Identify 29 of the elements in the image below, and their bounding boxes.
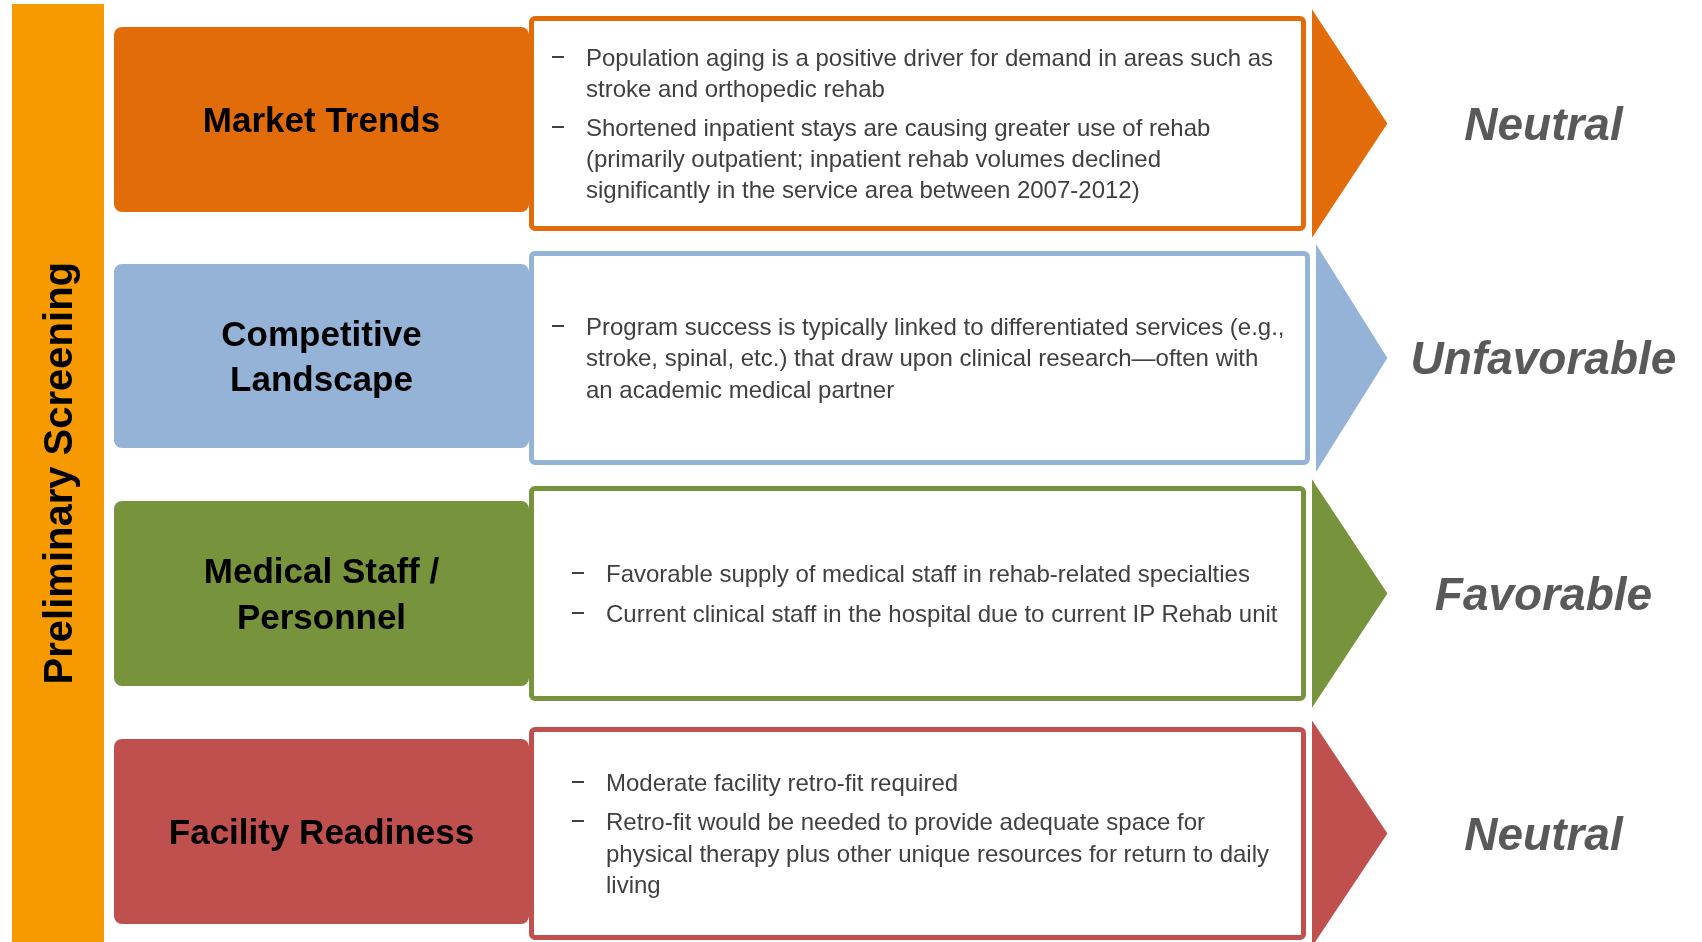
details-box [529, 16, 1306, 231]
category-title: Competitive Landscape [220, 312, 423, 400]
chevron-arrow [1312, 720, 1388, 942]
bullet-text: Program success is typically linked to differentiated services (e.g., stroke, spinal, etc.) that draw upon clinical research—often with an academic medical partner [586, 312, 1286, 405]
rating-text: Neutral [1464, 96, 1623, 151]
category-title: Medical Staff / Personnel [202, 550, 441, 638]
bullet-text: Current clinical staff in the hospital due to current IP Rehab unit [606, 598, 1278, 629]
bullet-text: Population aging is a positive driver for demand in areas such as stroke and orthopedic rehab [586, 42, 1275, 104]
chevron-arrow [1316, 244, 1388, 472]
rating-text: Favorable [1434, 566, 1653, 621]
category-box [114, 501, 529, 686]
chevron-arrow [1312, 9, 1388, 238]
details-box [529, 486, 1306, 701]
rating-text: Unfavorable [1410, 331, 1677, 385]
category-title: Market Trends [202, 98, 441, 141]
bullet-text: Moderate facility retro-fit required [606, 768, 959, 799]
details-box [529, 727, 1306, 940]
category-box [114, 739, 529, 924]
category-box [114, 27, 529, 212]
rating-text: Neutral [1464, 806, 1623, 861]
bullet-text: Shortened inpatient stays are causing greater use of rehab (primarily outpatient; inpatient rehab volumes declined significantly in the service area between 2007-2012) [586, 112, 1212, 206]
bullet-text: Retro-fit would be needed to provide adequate space for physical therapy plus other unique resources for return to daily living [606, 807, 1271, 900]
chevron-arrow [1312, 479, 1388, 708]
bullet-text: Favorable supply of medical staff in rehab-related specialties [606, 559, 1250, 590]
category-title: Facility Readiness [168, 810, 475, 853]
band-title: Preliminary Screening [35, 261, 81, 685]
side-band [12, 4, 104, 942]
category-box [114, 264, 529, 448]
details-box [529, 251, 1310, 465]
